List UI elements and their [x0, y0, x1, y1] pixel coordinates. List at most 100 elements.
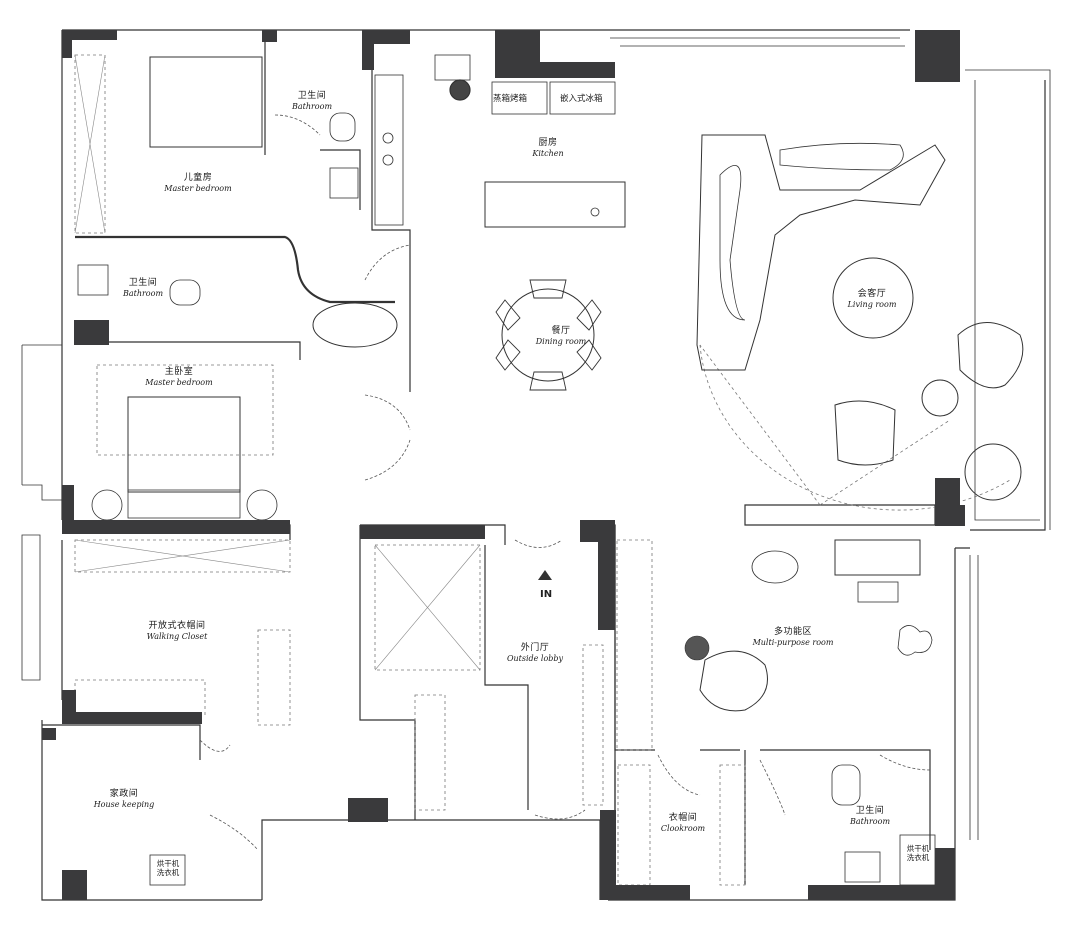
sink-top	[329, 167, 359, 199]
bathtub	[312, 302, 398, 348]
nightstand-l	[91, 489, 123, 521]
washer-left-label: 烘干机 洗衣机	[152, 859, 184, 877]
washer-left	[149, 854, 186, 886]
corridor-wall	[359, 525, 416, 820]
living-sofa	[696, 134, 946, 371]
nightstand-r	[246, 489, 278, 521]
kitchen-counter-left	[374, 74, 404, 226]
cloak-cabinet-l	[617, 764, 651, 886]
desk-chair	[857, 581, 899, 603]
desk	[834, 539, 921, 576]
living-fan	[699, 344, 951, 506]
oven-cabinet	[491, 81, 548, 115]
kids-room-cn: 儿童房	[183, 173, 213, 183]
closet-cabinet-bottom	[74, 679, 206, 716]
rug-blob	[897, 625, 933, 656]
cloakroom-en: Clookroom	[660, 824, 706, 834]
kitchen-island	[484, 181, 626, 228]
living-arc	[699, 344, 1011, 511]
label-master-bedroom: 主卧室 Master bedroom	[145, 367, 212, 388]
lobby-en: Outside lobby	[506, 654, 564, 664]
ottoman	[751, 550, 799, 584]
dining-en: Dining room	[535, 337, 587, 347]
label-dining: 餐厅 Dining room	[536, 326, 587, 347]
multi-cabinet	[616, 539, 653, 751]
label-bath-top: 卫生间 Bathroom	[292, 91, 332, 112]
walking-closet-en: Walking Closet	[146, 632, 208, 642]
outer-wall	[41, 29, 910, 901]
walking-closet-cn: 开放式衣帽间	[148, 621, 206, 631]
living-cn: 会客厅	[857, 289, 887, 299]
kids-bed	[149, 56, 263, 148]
label-kitchen: 厨房 Kitchen	[532, 138, 563, 159]
armchair-left	[834, 400, 896, 466]
master-rug	[96, 364, 274, 456]
bath-top-wall	[264, 40, 361, 210]
lobby-wall	[360, 524, 529, 810]
sink-left	[77, 264, 109, 296]
round-stool	[964, 443, 1022, 501]
bath-right-en: Bathroom	[849, 817, 891, 827]
kitchen-cn: 厨房	[538, 138, 558, 148]
bath-right-cn: 卫生间	[855, 806, 885, 816]
bath-top-cn: 卫生间	[297, 91, 327, 101]
structural-walls	[42, 30, 965, 900]
left-window-2	[21, 534, 41, 681]
label-housekeeping: 家政间 House keeping	[94, 789, 155, 810]
master-bedroom-cn: 主卧室	[164, 367, 194, 377]
label-kids-room: 儿童房 Master bedroom	[164, 173, 231, 194]
kids-room-wall	[75, 235, 395, 304]
label-bath-left: 卫生间 Bathroom	[123, 278, 163, 299]
outer-wall	[955, 80, 1046, 549]
steam-oven-label: 蒸箱烤箱	[493, 94, 528, 104]
label-living: 会客厅 Living room	[848, 289, 897, 310]
entry-arrow	[538, 570, 552, 580]
armchair-right	[957, 322, 1024, 389]
label-cloakroom: 衣帽间 Clookroom	[661, 813, 705, 834]
kitchen-wall	[371, 42, 411, 245]
cloak-cabinet-r	[719, 764, 746, 886]
multi-cn: 多功能区	[773, 627, 812, 637]
sink-right	[844, 851, 881, 883]
toilet-right	[831, 764, 861, 806]
label-walking-closet: 开放式衣帽间 Walking Closet	[147, 621, 208, 642]
toilet-left	[169, 279, 201, 306]
coffee-table	[832, 257, 914, 339]
dryer-left-2: 洗衣机	[156, 867, 180, 877]
right-window	[969, 555, 979, 840]
dining-cn: 餐厅	[551, 326, 571, 336]
master-bed	[127, 396, 241, 493]
master-wall	[75, 341, 301, 360]
cloakroom-cn: 衣帽间	[668, 813, 698, 823]
chef-figure	[449, 79, 471, 101]
corridor-cabinet	[414, 694, 446, 811]
housekeeping-en: House keeping	[93, 800, 155, 810]
washer-right-label: 烘干机 洗衣机	[902, 844, 934, 862]
toilet-top	[329, 112, 356, 142]
fridge-label: 嵌入式冰箱	[560, 94, 603, 104]
side-table	[921, 379, 959, 417]
master-bedroom-en: Master bedroom	[145, 378, 213, 388]
lobby-cn: 外门厅	[520, 643, 550, 653]
left-window	[21, 344, 62, 501]
kitchen-sink	[434, 54, 471, 81]
kitchen-en: Kitchen	[532, 149, 564, 159]
dryer-right-1: 烘干机	[906, 844, 930, 853]
fridge-cabinet	[549, 81, 616, 115]
living-en: Living room	[847, 300, 897, 310]
dining-chairs	[495, 279, 602, 391]
dryer-right-2: 洗衣机	[906, 852, 930, 862]
lounge-chair	[699, 650, 768, 712]
entry-label: IN	[540, 589, 553, 600]
dryer-left-1: 烘干机	[156, 859, 180, 868]
closet-island	[257, 629, 291, 726]
top-balcony	[610, 37, 905, 47]
label-bath-right: 卫生间 Bathroom	[850, 806, 890, 827]
right-balcony	[965, 69, 1051, 530]
tv-wall	[744, 504, 936, 526]
bath-top-en: Bathroom	[291, 102, 333, 112]
label-lobby: 外门厅 Outside lobby	[507, 643, 563, 664]
lobby-shoe-cabinet	[582, 644, 604, 806]
multi-wall	[614, 525, 931, 850]
